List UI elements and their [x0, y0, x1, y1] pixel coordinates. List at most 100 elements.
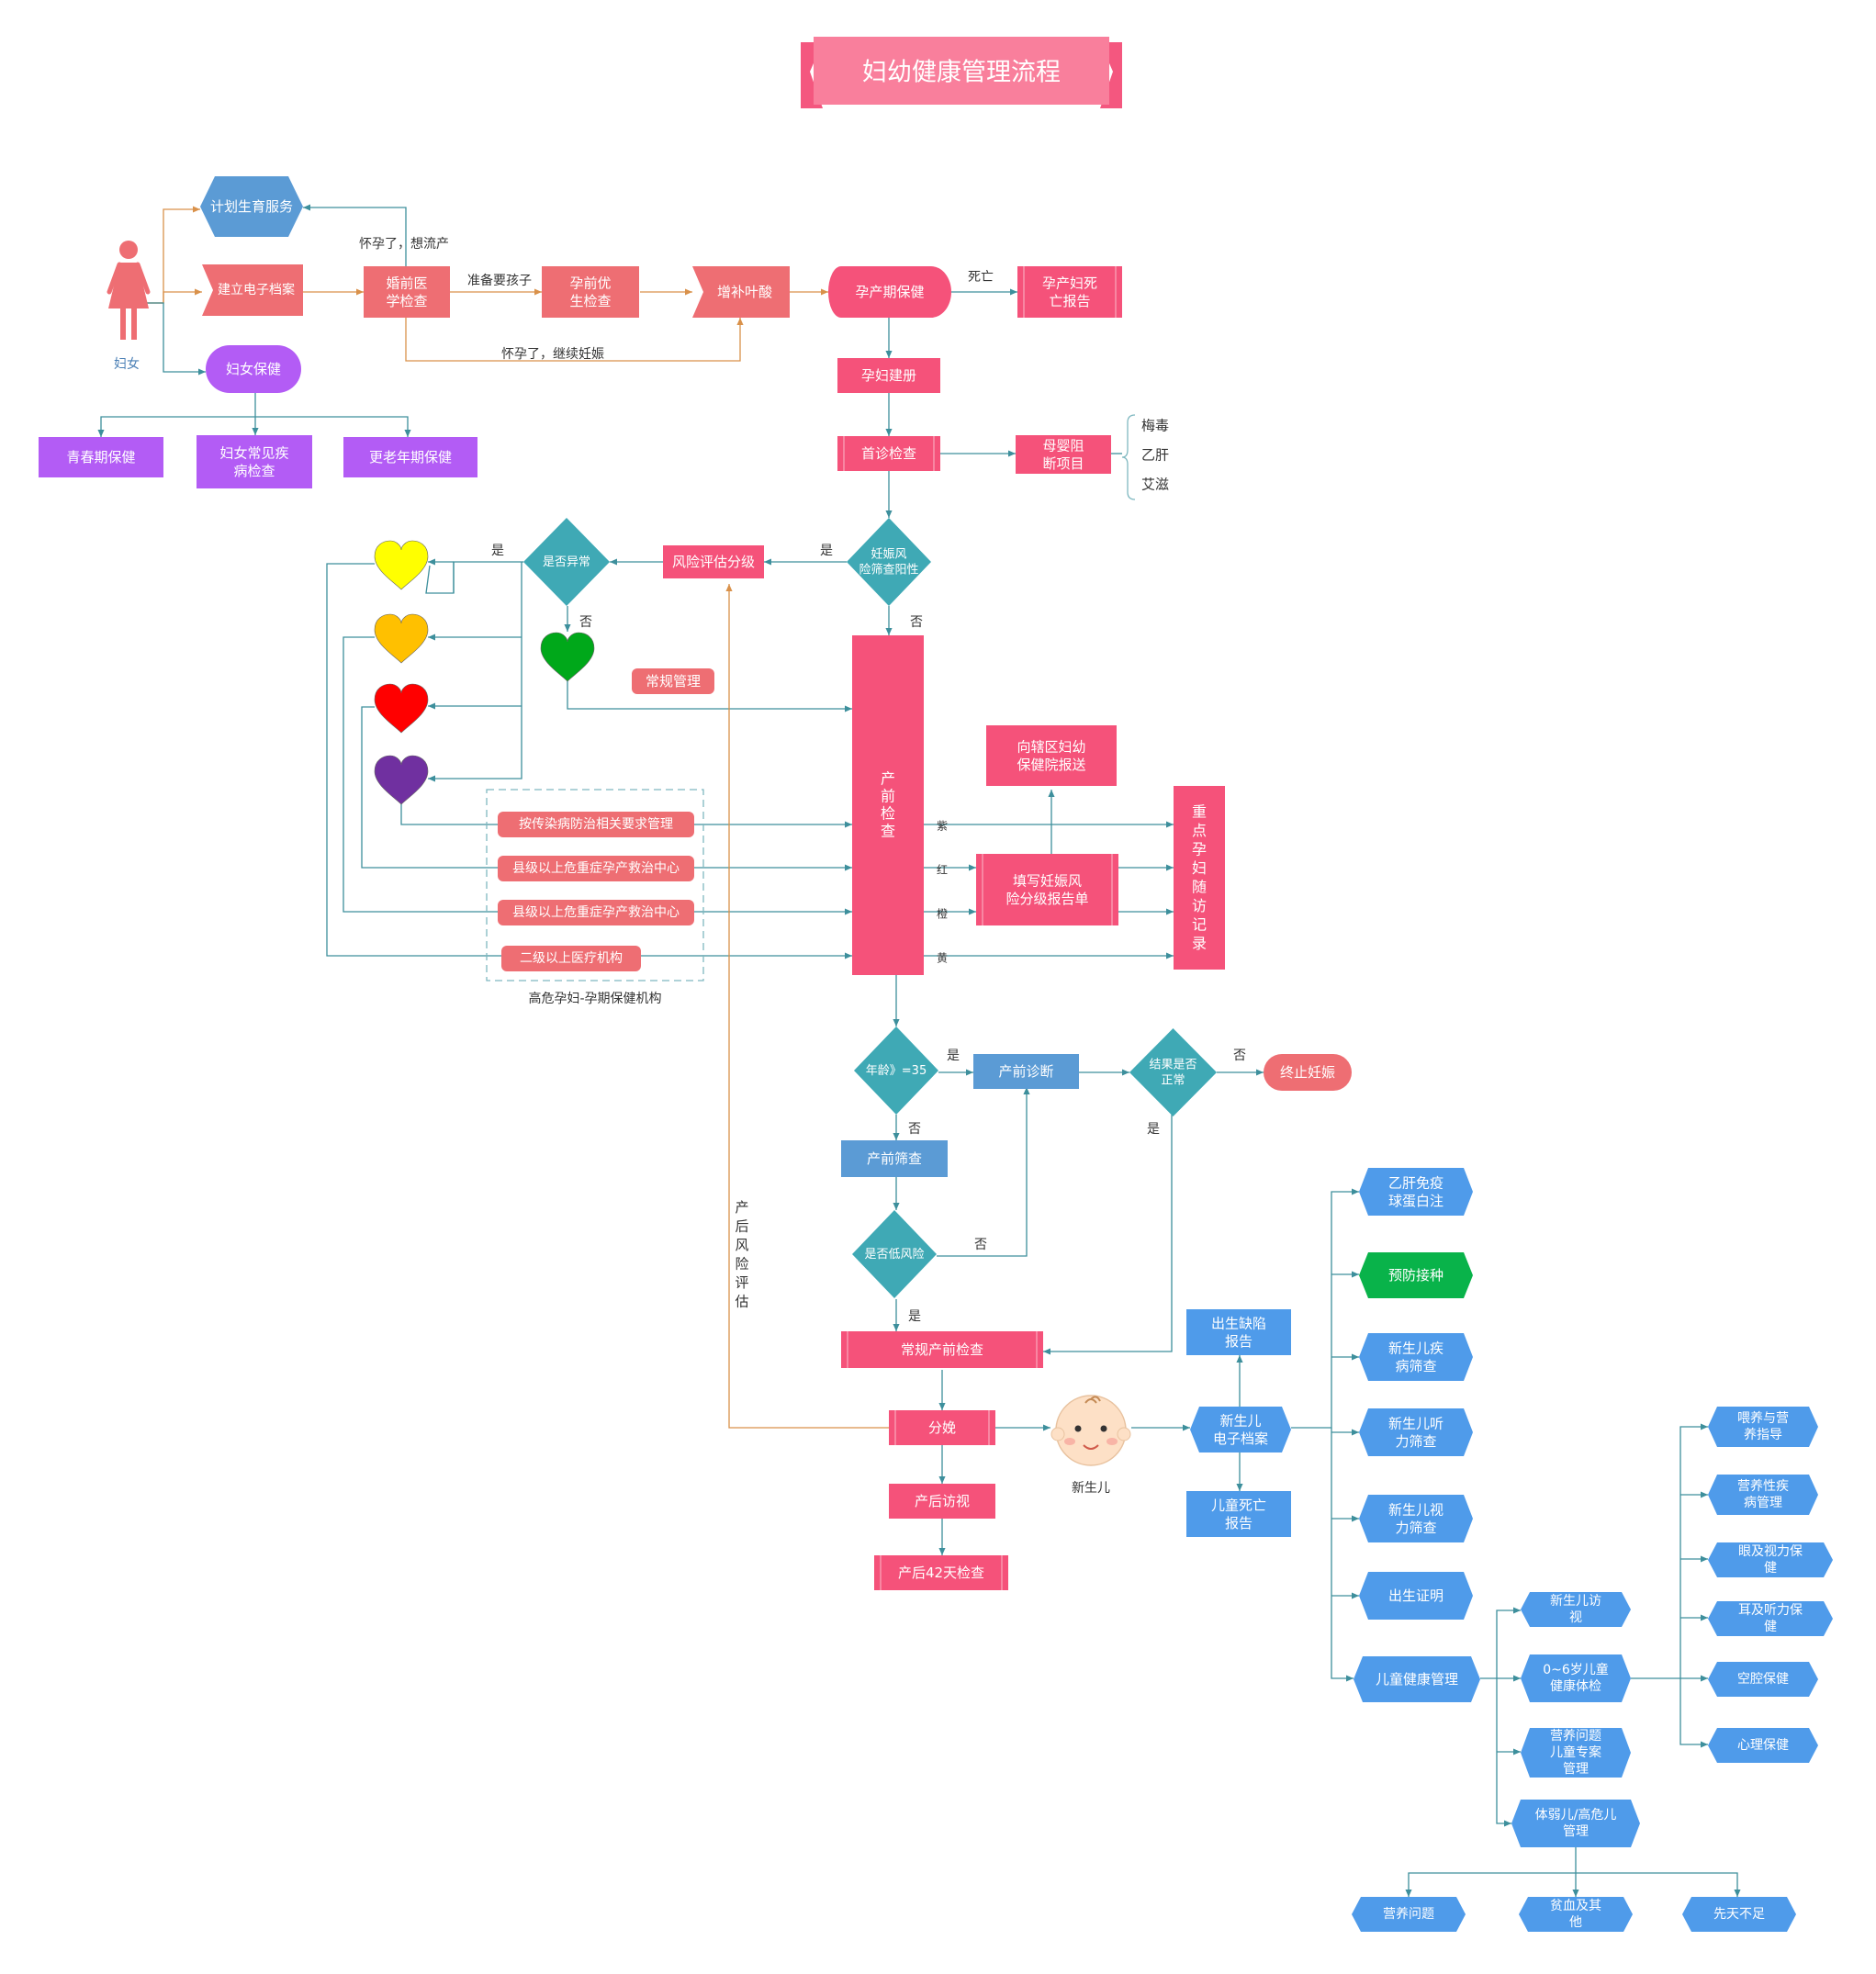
heart-red — [374, 683, 429, 734]
node-inst-county2[interactable]: 县级以上危重症孕产救治中心 — [498, 900, 694, 925]
edge-check-feeding — [1631, 1423, 1708, 1679]
node-feeding[interactable]: 喂养与营养指导 — [1708, 1407, 1818, 1447]
node-vision[interactable]: 新生儿视力筛查 — [1359, 1495, 1473, 1542]
node-register-shape — [837, 358, 940, 393]
node-weak[interactable]: 体弱儿/高危儿管理 — [1511, 1800, 1640, 1847]
node-first-visit[interactable]: 首诊检查 — [837, 436, 940, 471]
node-ear[interactable]: 耳及听力保健 — [1708, 1601, 1833, 1636]
node-terminate-shape — [1264, 1054, 1352, 1091]
node-risk-grade-label: 风险评估分级 — [672, 554, 755, 570]
edge-labels: 妇女新生儿高危孕妇-孕期保健机构梅毒乙肝艾滋产后风险评估怀孕了，想流产准备要孩子… — [114, 237, 1246, 1496]
node-folic-label: 增补叶酸 — [717, 284, 772, 300]
node-nutri-case-label: 营养问题儿童专案管理 — [1550, 1729, 1601, 1777]
node-inst-infectious[interactable]: 按传染病防治相关要求管理 — [498, 812, 694, 837]
edge-care-youth — [97, 393, 256, 437]
node-birth-cert[interactable]: 出生证明 — [1359, 1572, 1473, 1620]
node-common-label: 妇女常见疾病检查 — [219, 444, 288, 479]
node-screen-positive[interactable]: 妊娠风险筛查阳性 — [847, 518, 931, 606]
title-banner: 妇幼健康管理流程 — [801, 37, 1122, 108]
node-defect-report[interactable]: 出生缺陷报告 — [1186, 1309, 1291, 1355]
node-result-ok[interactable]: 结果是否正常 — [1129, 1028, 1217, 1116]
node-common[interactable]: 妇女常见疾病检查 — [197, 435, 312, 488]
node-pp42[interactable]: 产后42天检查 — [874, 1555, 1008, 1590]
node-vaccine[interactable]: 预防接种 — [1359, 1252, 1473, 1298]
node-prenatal-care[interactable]: 孕产期保健 — [828, 266, 951, 318]
node-disease-screen[interactable]: 新生儿疾病筛查 — [1359, 1333, 1473, 1381]
node-followup[interactable]: 重点孕妇随访记录 — [1174, 786, 1225, 970]
node-age[interactable]: 年龄》=35 — [854, 1026, 938, 1115]
node-death-report[interactable]: 孕产妇死亡报告 — [1017, 266, 1122, 318]
node-nb-visit[interactable]: 新生儿访视 — [1521, 1592, 1631, 1627]
node-inst-second[interactable]: 二级以上医疗机构 — [501, 946, 641, 971]
node-diag-shape — [973, 1054, 1079, 1089]
baby-label: 新生儿 — [1072, 1481, 1110, 1496]
node-register[interactable]: 孕妇建册 — [837, 358, 940, 393]
node-block[interactable]: 母婴阻断项目 — [1016, 435, 1111, 474]
node-low-risk[interactable]: 是否低风险 — [852, 1210, 937, 1298]
page-title: 妇幼健康管理流程 — [862, 59, 1061, 87]
node-risk-grade[interactable]: 风险评估分级 — [663, 545, 764, 578]
node-prepreg-shape — [542, 266, 639, 318]
heart-green — [540, 632, 595, 682]
node-weak-nutri[interactable]: 营养问题 — [1352, 1897, 1466, 1932]
node-eye[interactable]: 眼及视力保健 — [1708, 1542, 1833, 1577]
node-weak-congenital-label: 先天不足 — [1713, 1907, 1765, 1922]
node-fill-form[interactable]: 填写妊娠风险分级报告单 — [976, 854, 1118, 925]
node-plan-label: 计划生育服务 — [210, 198, 293, 215]
node-routine-check[interactable]: 常规产前检查 — [841, 1331, 1043, 1368]
node-oral[interactable]: 空腔保健 — [1708, 1662, 1818, 1697]
node-newborn-archive[interactable]: 新生儿电子档案 — [1190, 1407, 1291, 1452]
node-plan-shape — [200, 176, 303, 237]
heart-orange — [374, 613, 429, 664]
node-risk-grade-shape — [663, 545, 764, 578]
label-yellow: 黄 — [937, 952, 948, 965]
label-screen-no: 否 — [910, 615, 923, 630]
node-postpartum[interactable]: 产后访视 — [889, 1484, 995, 1519]
node-weak-nutri-label: 营养问题 — [1383, 1907, 1434, 1922]
node-defect-report-label: 出生缺陷报告 — [1211, 1315, 1266, 1350]
node-nutri-case[interactable]: 营养问题儿童专案管理 — [1521, 1728, 1631, 1778]
node-child-mgmt[interactable]: 儿童健康管理 — [1354, 1656, 1480, 1702]
node-result-ok-label: 结果是否正常 — [1149, 1058, 1196, 1087]
edge-postnatal-risk — [725, 584, 889, 1429]
node-plan[interactable]: 计划生育服务 — [200, 176, 303, 237]
node-youth[interactable]: 青春期保健 — [39, 437, 163, 477]
node-screening-shape — [841, 1140, 948, 1177]
node-screening[interactable]: 产前筛查 — [841, 1140, 948, 1177]
node-diag[interactable]: 产前诊断 — [973, 1054, 1079, 1089]
node-hearing[interactable]: 新生儿听力筛查 — [1359, 1408, 1473, 1456]
node-folic[interactable]: 增补叶酸 — [692, 266, 790, 318]
node-child-death-shape — [1186, 1491, 1291, 1537]
node-mental[interactable]: 心理保健 — [1708, 1728, 1818, 1763]
node-report-up[interactable]: 向辖区妇幼保健院报送 — [986, 725, 1117, 786]
node-terminate[interactable]: 终止妊娠 — [1264, 1054, 1352, 1091]
node-nutri-disease-label: 营养性疾病管理 — [1737, 1479, 1789, 1510]
node-child-death[interactable]: 儿童死亡报告 — [1186, 1491, 1291, 1537]
node-inst-county1-shape — [498, 856, 694, 881]
node-archive[interactable]: 建立电子档案 — [202, 264, 303, 316]
edge-low-diag — [937, 1087, 1030, 1257]
node-prepreg[interactable]: 孕前优生检查 — [542, 266, 639, 318]
label-low-yes: 是 — [908, 1309, 921, 1324]
connector-lines — [97, 204, 1741, 1897]
node-hbig[interactable]: 乙肝免疫球蛋白注 — [1359, 1168, 1473, 1216]
node-abnormal[interactable]: 是否异常 — [523, 518, 610, 606]
node-antenatal[interactable]: 产前检查 — [852, 635, 924, 975]
node-checkup[interactable]: 0~6岁儿童健康体检 — [1521, 1654, 1631, 1702]
label-screen-yes: 是 — [820, 544, 833, 558]
node-newborn-archive-shape — [1190, 1407, 1291, 1452]
node-routine-mgmt[interactable]: 常规管理 — [632, 668, 714, 694]
node-inst-county1[interactable]: 县级以上危重症孕产救治中心 — [498, 856, 694, 881]
node-premarital[interactable]: 婚前医学检查 — [364, 266, 450, 318]
node-abnormal-label: 是否异常 — [543, 555, 590, 569]
node-women-care[interactable]: 妇女保健 — [206, 345, 301, 393]
node-delivery[interactable]: 分娩 — [889, 1410, 995, 1445]
node-nutri-disease-shape — [1708, 1475, 1818, 1515]
node-weak-anemia[interactable]: 贫血及其他 — [1519, 1897, 1633, 1932]
node-vision-label: 新生儿视力筛查 — [1388, 1501, 1444, 1536]
node-result-ok-shape — [1129, 1028, 1217, 1116]
node-weak-congenital[interactable]: 先天不足 — [1682, 1897, 1796, 1932]
node-meno[interactable]: 更老年期保健 — [343, 437, 477, 477]
node-nutri-disease[interactable]: 营养性疾病管理 — [1708, 1475, 1818, 1515]
